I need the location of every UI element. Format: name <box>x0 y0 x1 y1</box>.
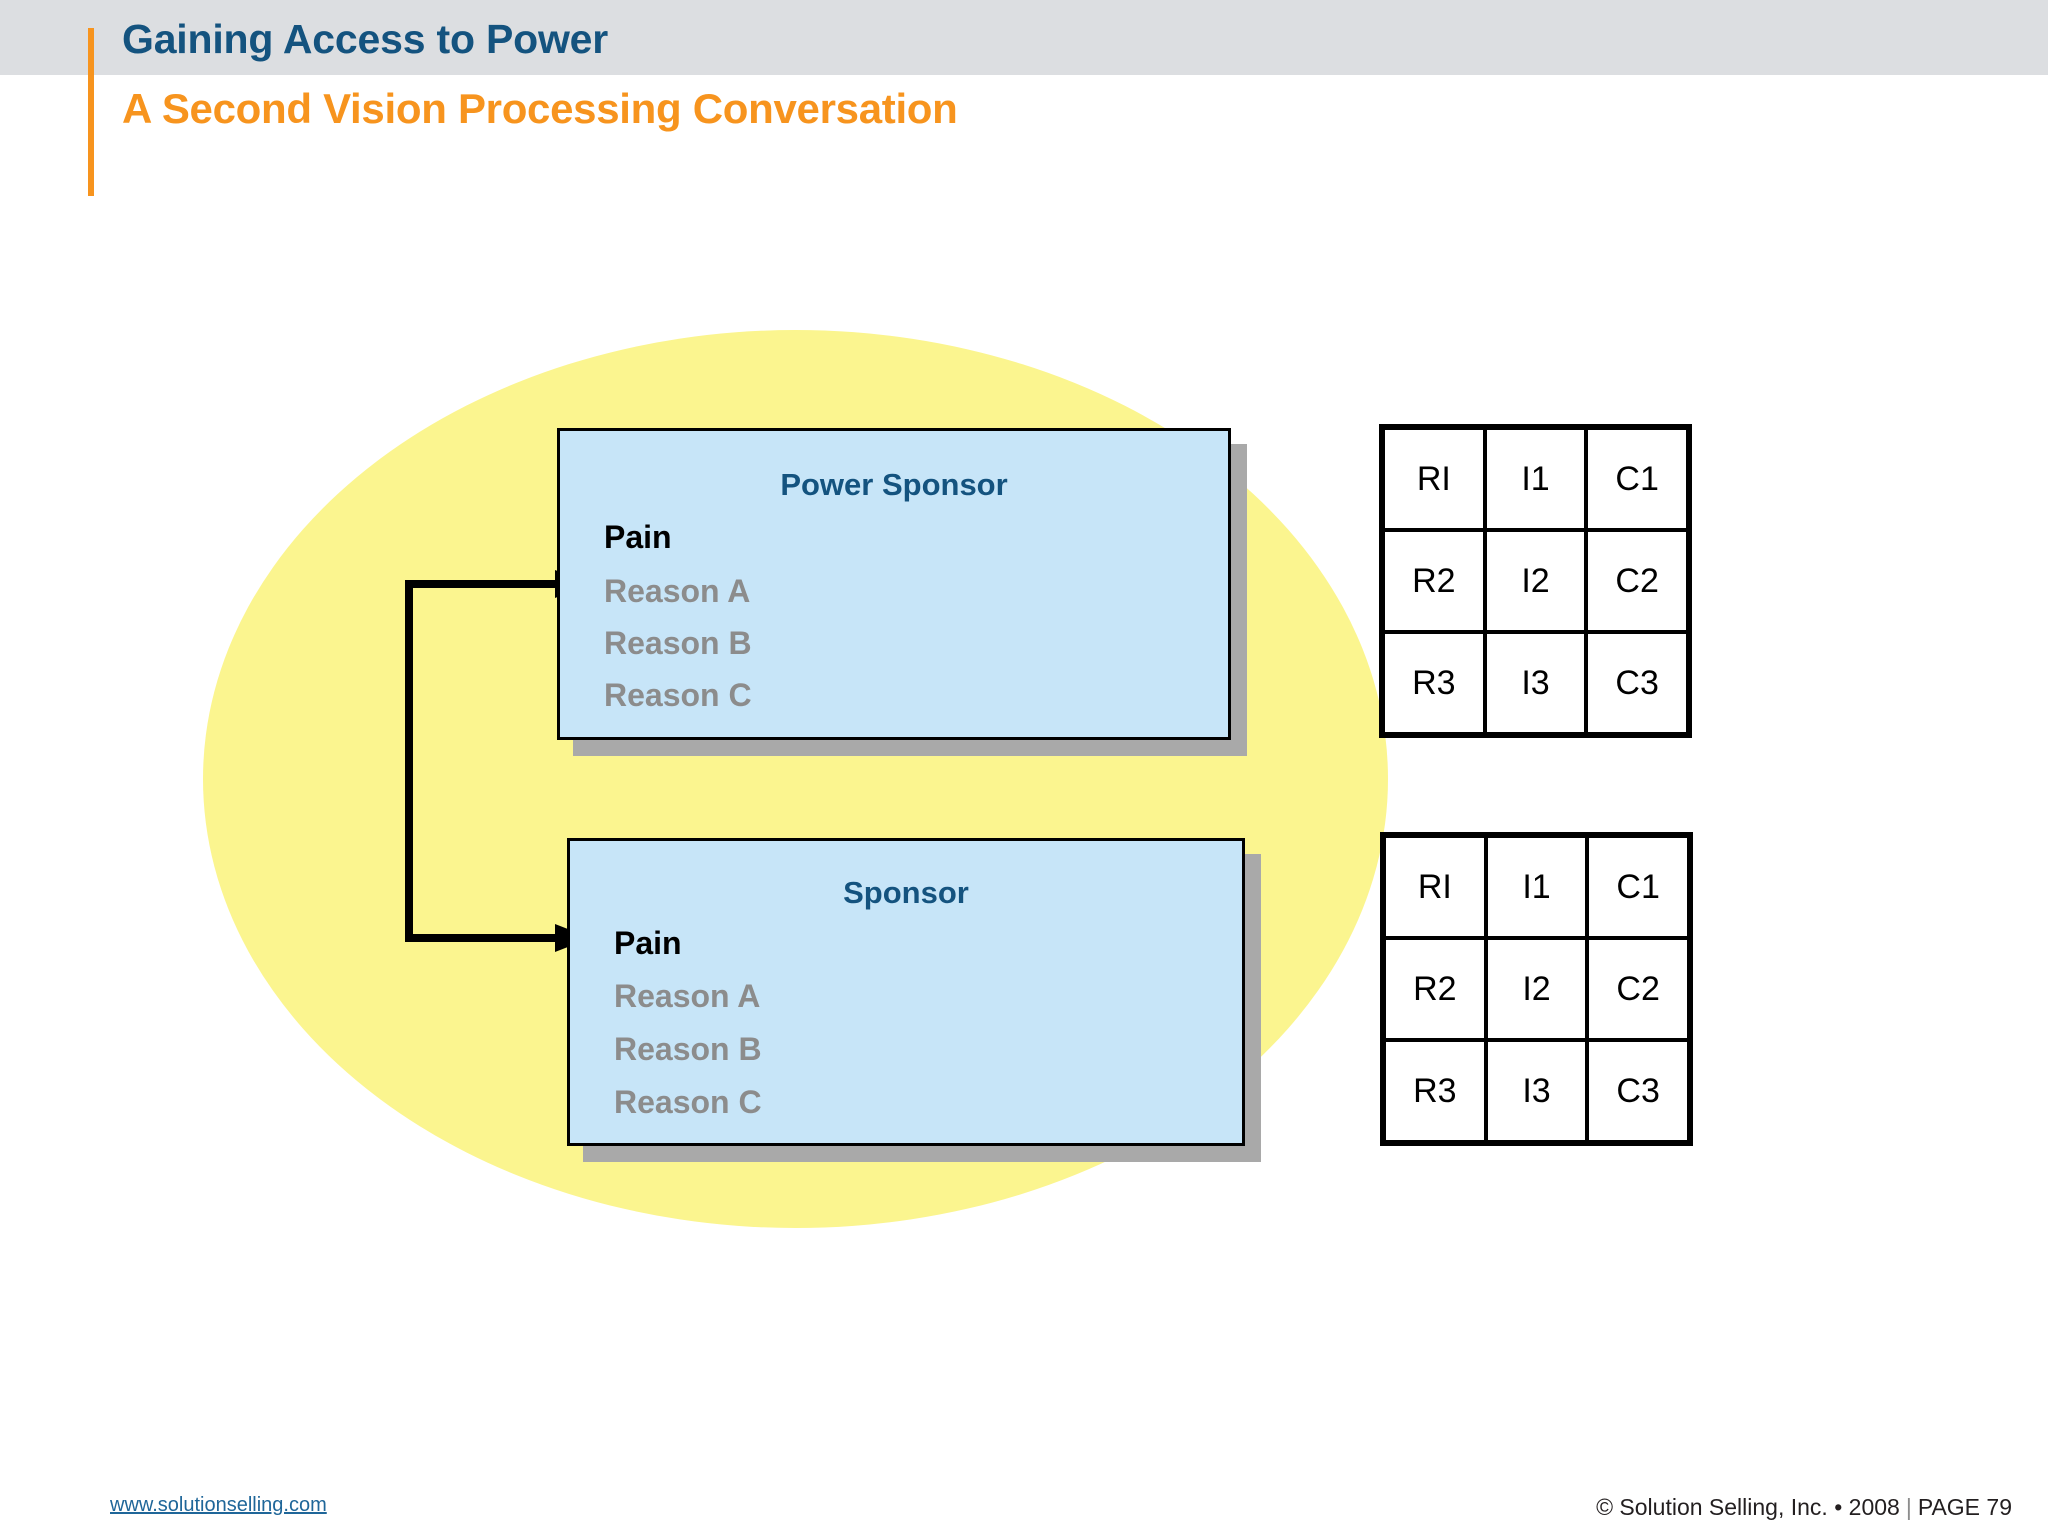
ric-cell[interactable]: I2 <box>1484 530 1587 632</box>
power-sponsor-box[interactable]: Power Sponsor Pain Reason A Reason B Rea… <box>557 428 1231 740</box>
ric-cell[interactable]: I3 <box>1485 1040 1588 1142</box>
ric-cell[interactable]: R2 <box>1383 530 1485 632</box>
ric-cell[interactable]: RI <box>1384 836 1486 938</box>
power-sponsor-reason-b: Reason B <box>604 625 752 661</box>
accent-bar <box>88 28 94 196</box>
ric-cell[interactable]: C2 <box>1587 938 1689 1040</box>
ric-cell[interactable]: R3 <box>1384 1040 1486 1142</box>
sponsor-box[interactable]: Sponsor Pain Reason A Reason B Reason C <box>567 838 1245 1146</box>
ric-cell[interactable]: C1 <box>1587 836 1689 938</box>
header-band <box>0 0 2048 75</box>
ric-cell[interactable]: I1 <box>1485 836 1588 938</box>
power-sponsor-reason-a: Reason A <box>604 573 751 609</box>
footer-copyright-text: © Solution Selling, Inc. • 2008 <box>1596 1494 1900 1520</box>
footer-website-link[interactable]: www.solutionselling.com <box>110 1494 327 1516</box>
ric-cell[interactable]: C2 <box>1586 530 1688 632</box>
page-title: Gaining Access to Power <box>122 16 609 62</box>
ric-cell[interactable]: R2 <box>1384 938 1486 1040</box>
footer-divider: | <box>1905 1494 1912 1520</box>
sponsor-title: Sponsor <box>843 875 969 910</box>
ric-cell[interactable]: I3 <box>1484 632 1587 734</box>
ric-cell[interactable]: I1 <box>1484 428 1587 530</box>
page-subtitle: A Second Vision Processing Conversation <box>122 85 958 132</box>
ric-cell[interactable]: I2 <box>1485 938 1588 1040</box>
footer-page-number: PAGE 79 <box>1917 1494 2012 1520</box>
ric-grid-sponsor[interactable]: RI I1 C1 R2 I2 C2 R3 I3 C3 <box>1380 832 1693 1146</box>
power-sponsor-pain: Pain <box>604 519 672 555</box>
power-sponsor-title: Power Sponsor <box>780 467 1008 502</box>
sponsor-reason-c: Reason C <box>614 1084 762 1120</box>
ric-cell[interactable]: C3 <box>1587 1040 1689 1142</box>
ric-cell[interactable]: R3 <box>1383 632 1485 734</box>
power-sponsor-reason-c: Reason C <box>604 677 752 713</box>
ric-grid-power-sponsor[interactable]: RI I1 C1 R2 I2 C2 R3 I3 C3 <box>1379 424 1692 738</box>
sponsor-reason-b: Reason B <box>614 1031 762 1067</box>
ric-cell[interactable]: C1 <box>1586 428 1688 530</box>
ric-cell[interactable]: RI <box>1383 428 1485 530</box>
footer-copyright: © Solution Selling, Inc. • 2008|PAGE 79 <box>1596 1494 2012 1521</box>
ric-cell[interactable]: C3 <box>1586 632 1688 734</box>
sponsor-pain: Pain <box>614 925 682 961</box>
sponsor-reason-a: Reason A <box>614 978 761 1014</box>
